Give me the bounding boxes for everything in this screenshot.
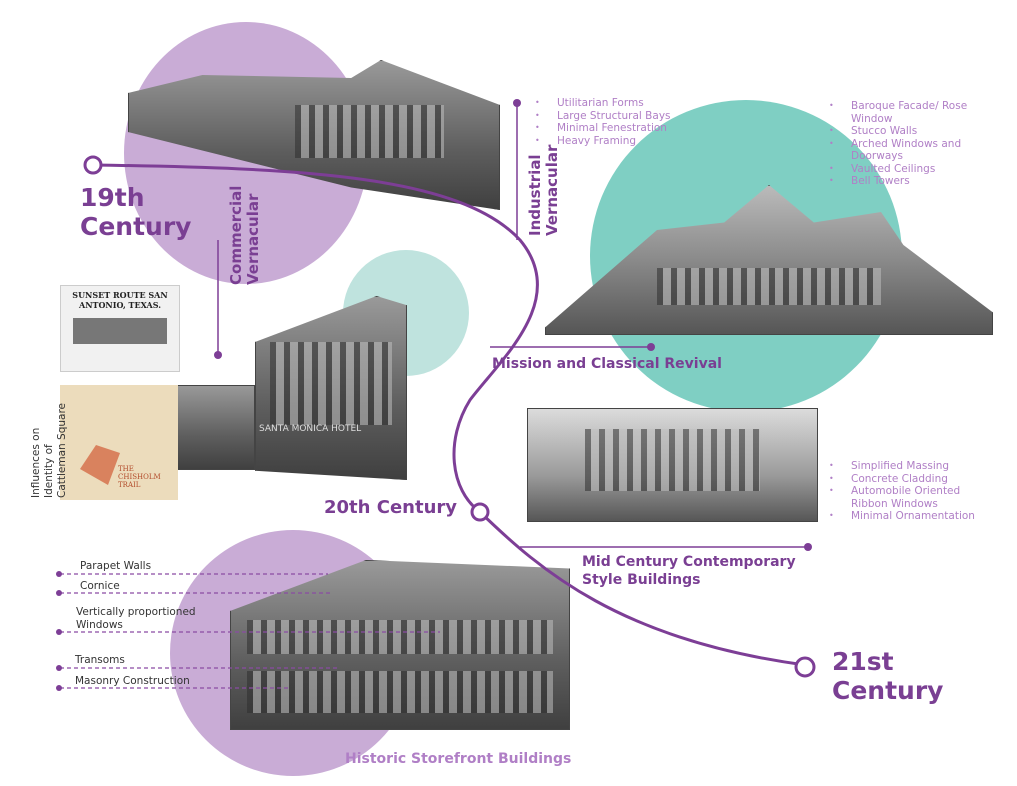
era-21st-century: 21st Century [832, 647, 944, 705]
era-19th-century: 19th Century [80, 183, 192, 241]
midcentury-dot [804, 543, 812, 551]
list-item: Automobile Oriented Ribbon Windows [829, 485, 981, 510]
timeline-curve [92, 163, 806, 667]
list-item: Arched Windows and Doorways [829, 138, 991, 163]
mission-revival-label: Mission and Classical Revival [492, 356, 722, 372]
list-item: Utilitarian Forms [535, 97, 671, 110]
list-item: Baroque Facade/ Rose Window [829, 100, 991, 125]
annotation-transoms: Transoms [75, 654, 125, 666]
list-item: Minimal Fenestration [535, 122, 671, 135]
commercial-vernacular-label: Commercial Vernacular [227, 185, 262, 285]
influences-caption: Influences on Identity of Cattleman Squa… [30, 403, 68, 498]
list-item: Heavy Framing [535, 135, 671, 148]
annotation-masonry: Masonry Construction [75, 675, 190, 687]
list-item: Vaulted Ceilings [829, 163, 991, 176]
list-item: Simplified Massing [829, 460, 981, 473]
commercial-dot [214, 351, 222, 359]
texas-map-image: THE CHISHOLM TRAIL [60, 385, 178, 500]
list-item: Large Structural Bays [535, 110, 670, 123]
midcentury-features-list: Simplified Massing Concrete Cladding Aut… [829, 460, 981, 523]
node-19th [83, 155, 103, 175]
list-item: Bell Towers [829, 175, 991, 188]
list-item: Minimal Ornamentation [829, 510, 981, 523]
node-20th [470, 502, 490, 522]
annotation-parapet: Parapet Walls [80, 560, 152, 572]
node-21st [794, 656, 816, 678]
industrial-dot [513, 99, 521, 107]
mission-features-list: Baroque Facade/ Rose Window Stucco Walls… [829, 100, 991, 188]
era-20th-century: 20th Century [324, 497, 457, 518]
list-item: Concrete Cladding [829, 473, 981, 486]
annotation-windows: Vertically proportioned Windows [76, 606, 196, 631]
storefront-label: Historic Storefront Buildings [345, 751, 572, 767]
sunset-route-postcard: SUNSET ROUTE SAN ANTONIO, TEXAS. [60, 285, 180, 372]
list-item: Stucco Walls [829, 125, 991, 138]
industrial-features-list: Utilitarian Forms Large Structural Bays … [535, 97, 671, 148]
industrial-vernacular-label: Industrial Vernacular [526, 144, 561, 236]
annotation-cornice: Cornice [80, 580, 120, 592]
hotel-sign: SANTA MONICA HOTEL [259, 424, 362, 434]
midcentury-label: Mid Century Contemporary Style Buildings [582, 554, 796, 589]
midcentury-building-photo [527, 408, 818, 522]
mission-dot [647, 343, 655, 351]
